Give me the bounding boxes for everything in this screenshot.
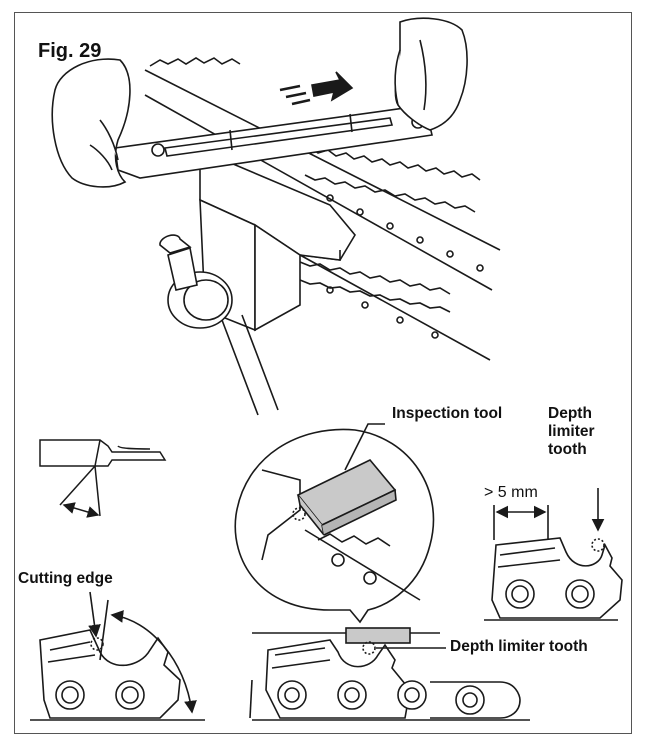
inspection-tool-label: Inspection tool bbox=[392, 405, 503, 422]
depth-limiter-tooth-label-bottom: Depth limiter tooth bbox=[450, 638, 588, 655]
gap-measurement-label: > 5 mm bbox=[484, 484, 538, 501]
motion-arrow bbox=[279, 71, 354, 106]
tooth-angle-detail bbox=[39, 439, 167, 518]
top-scene bbox=[51, 17, 501, 416]
cutting-edge-tooth bbox=[30, 591, 205, 721]
left-hand bbox=[51, 58, 131, 188]
depth-limiter-tooth-line-3: tooth bbox=[548, 440, 587, 458]
figure-label: Fig. 29 bbox=[38, 40, 102, 62]
right-hand bbox=[394, 17, 468, 131]
guide-bar bbox=[144, 57, 501, 361]
vise bbox=[159, 148, 356, 416]
depth-limiter-tooth-label-top: Depth limiter tooth bbox=[548, 405, 595, 458]
magnified-view bbox=[234, 423, 435, 624]
depth-limiter-tooth-line-2: limiter bbox=[548, 422, 595, 440]
depth-limiter-tooth-view bbox=[484, 488, 623, 621]
chain-side-view bbox=[249, 627, 530, 721]
depth-limiter-tooth-line-1: Depth bbox=[548, 405, 592, 422]
cutting-edge-label: Cutting edge bbox=[18, 570, 113, 587]
